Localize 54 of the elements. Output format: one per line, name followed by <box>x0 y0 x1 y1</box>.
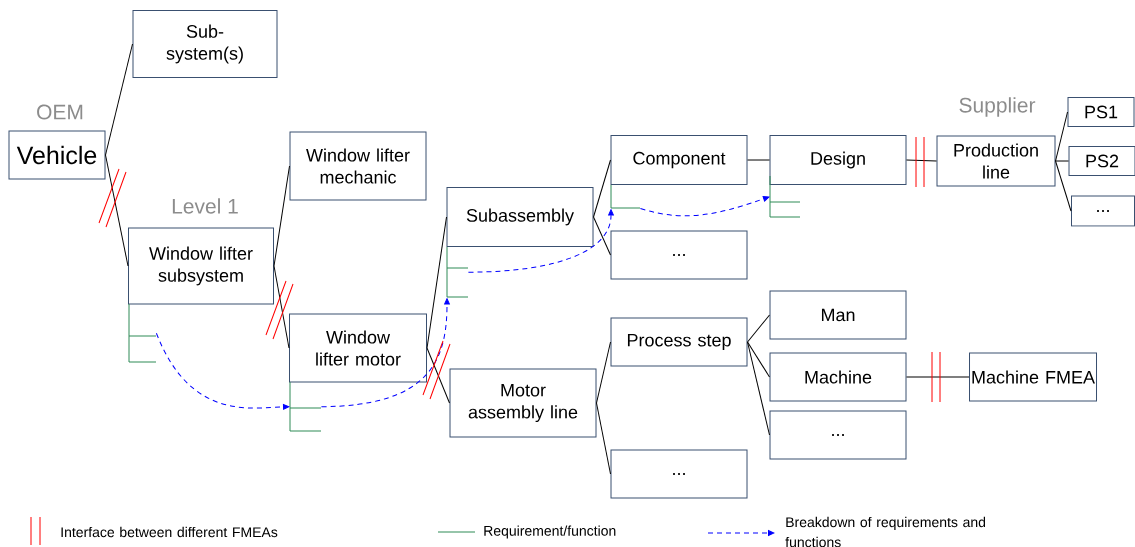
process-box: Man <box>769 290 907 340</box>
connector-line <box>906 376 970 378</box>
connector-line <box>593 159 611 218</box>
process-box: PS1 <box>1067 97 1135 127</box>
dashed-arrow <box>155 332 290 410</box>
connector-line <box>426 347 450 404</box>
connector-line <box>1055 160 1072 212</box>
process-box: PS2 <box>1068 146 1135 176</box>
process-box: Process step <box>610 317 748 367</box>
connector-line <box>906 159 937 162</box>
process-box: Vehicle <box>8 130 106 180</box>
connector-line <box>273 265 290 349</box>
requirement-bracket <box>769 175 801 218</box>
requirement-bracket <box>289 381 322 432</box>
process-box: Production line <box>936 135 1056 187</box>
process-box: Machine FMEA <box>969 352 1097 402</box>
level-label: Level 1 <box>172 198 238 214</box>
connector-line <box>105 43 133 156</box>
connector-line <box>593 216 611 256</box>
process-box: Window lifter mechanic <box>289 131 427 201</box>
connector-line <box>1055 111 1068 162</box>
legend-text: Interface between different FMEAs <box>61 526 278 538</box>
level-label: OEM <box>37 104 83 120</box>
process-box: ... <box>769 410 907 460</box>
process-box: ... <box>610 230 748 280</box>
dashed-arrow <box>320 298 450 408</box>
connector-line <box>747 341 770 436</box>
legend-text: Breakdown of requirements and functions <box>785 516 986 547</box>
process-box: Design <box>769 135 907 185</box>
process-box: Machine <box>769 352 907 402</box>
process-box: ... <box>1071 195 1135 227</box>
process-box: Component <box>610 135 748 185</box>
dashed-arrow <box>639 196 770 217</box>
connector-line <box>273 165 290 267</box>
dashed-arrow <box>467 209 614 273</box>
level-label: Supplier <box>959 97 1036 117</box>
connector-line <box>596 341 611 404</box>
process-box: Window lifter subsystem <box>128 227 274 305</box>
connector-line <box>426 216 447 349</box>
connector-line <box>596 402 611 475</box>
connector-line <box>747 159 770 161</box>
connector-line <box>105 154 129 267</box>
connector-line <box>747 341 770 378</box>
process-box: Window lifter motor <box>289 313 427 383</box>
process-box: Sub-system(s) <box>132 10 278 78</box>
requirement-bracket <box>446 246 469 298</box>
requirement-bracket <box>128 303 157 363</box>
process-box: Subassembly <box>446 187 594 247</box>
legend-text: Requirement/function <box>484 525 616 539</box>
requirement-bracket <box>610 184 641 209</box>
process-box: Motor assembly line <box>449 368 597 438</box>
process-box: ... <box>610 449 748 499</box>
connector-line <box>1055 160 1069 162</box>
connector-line <box>747 314 770 343</box>
